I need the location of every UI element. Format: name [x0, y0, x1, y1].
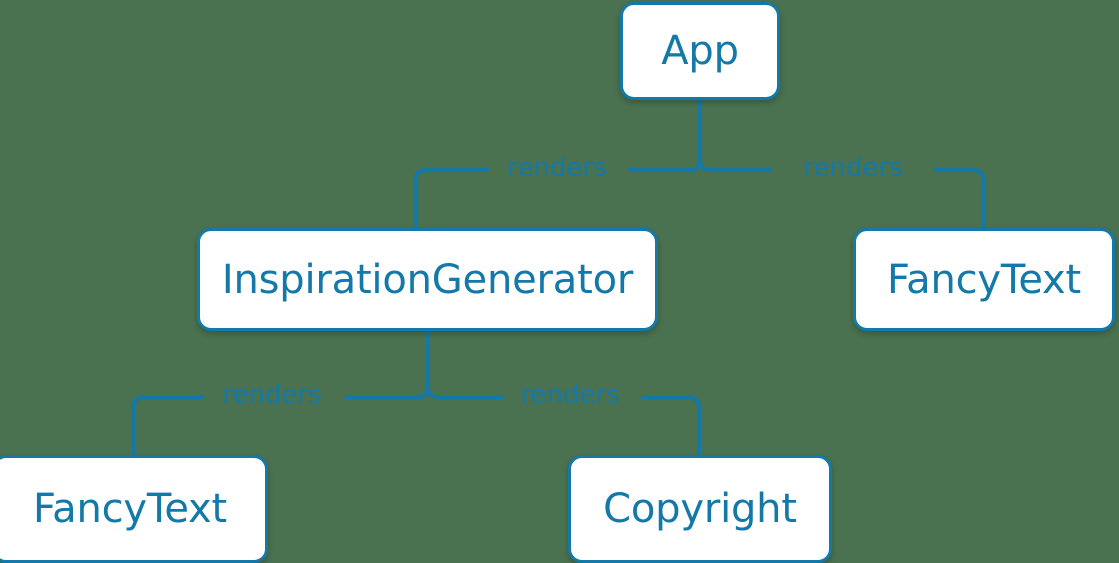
edge-inspirationgenerator-trunk	[417, 331, 430, 399]
node-fancytext-right[interactable]: FancyText	[853, 228, 1115, 331]
edge-app-trunk	[689, 100, 702, 172]
node-app[interactable]: App	[620, 2, 780, 100]
edge-app-trunk-right	[698, 159, 711, 172]
node-inspirationgenerator-label: InspirationGenerator	[221, 256, 634, 303]
edge-label-app-to-inspirationgenerator: renders	[507, 153, 607, 183]
node-fancytext-right-label: FancyText	[887, 256, 1081, 303]
node-copyright[interactable]: Copyright	[568, 455, 832, 563]
node-copyright-label: Copyright	[603, 486, 797, 532]
node-fancytext-left-label: FancyText	[33, 486, 227, 532]
node-app-label: App	[661, 28, 739, 74]
edge-label-inspirationgenerator-to-copyright: renders	[520, 380, 620, 410]
edge-inspirationgenerator-trunk-right	[426, 386, 439, 399]
edge-label-inspirationgenerator-to-fancytext: renders	[222, 380, 322, 410]
node-fancytext-left[interactable]: FancyText	[0, 455, 268, 563]
node-inspirationgenerator[interactable]: InspirationGenerator	[197, 228, 658, 331]
edge-label-app-to-fancytext: renders	[803, 153, 903, 183]
